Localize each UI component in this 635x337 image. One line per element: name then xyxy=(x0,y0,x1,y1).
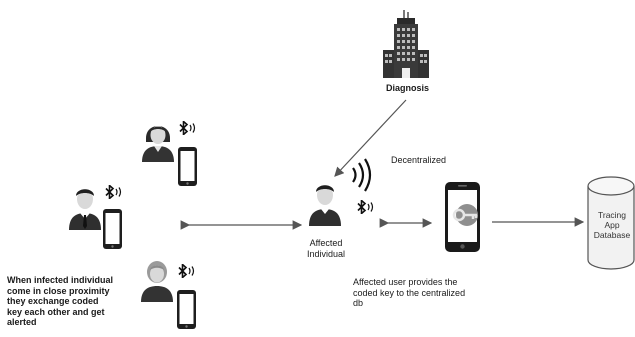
database-cylinder-icon xyxy=(587,176,635,270)
affected-label-line: Individual xyxy=(306,248,346,259)
bluetooth-icon xyxy=(178,264,195,278)
hospital-building-icon xyxy=(383,10,429,78)
smartphone-icon xyxy=(103,209,122,249)
coded-key-caption: Affected user provides the coded key to … xyxy=(353,277,465,309)
bluetooth-icon xyxy=(357,200,374,214)
database-label-line: Tracing xyxy=(597,210,627,220)
caption-line: key each other and get xyxy=(7,306,105,317)
caption-line: coded key to the centralized xyxy=(353,287,466,298)
wireless-signal-icon xyxy=(352,158,372,192)
caption-line: db xyxy=(353,298,364,308)
bluetooth-icon xyxy=(179,121,196,135)
person-icon xyxy=(69,189,101,230)
arrow-diagnosis-to-affected xyxy=(334,99,407,177)
bluetooth-icon xyxy=(105,185,122,199)
smartphone-icon xyxy=(178,147,197,186)
caption-line: Affected user provides the xyxy=(353,277,458,287)
database-label: Tracing App Database xyxy=(589,210,635,240)
caption-line: When infected individual xyxy=(7,275,114,285)
key-icon xyxy=(452,204,478,226)
proximity-exchange-caption: When infected individual come in close p… xyxy=(7,275,113,328)
decentralized-label: Decentralized xyxy=(391,155,447,165)
person-icon xyxy=(141,261,173,302)
affected-individual-label: Affected Individual xyxy=(300,238,352,259)
caption-line: come in close proximity xyxy=(7,285,110,296)
caption-line: they exchange coded xyxy=(7,296,99,306)
person-icon xyxy=(309,185,341,226)
affected-label-line: Affected xyxy=(309,238,343,248)
database-label-line: Database xyxy=(593,230,631,240)
database-label-line: App xyxy=(604,220,620,230)
diagnosis-label: Diagnosis xyxy=(386,83,430,93)
caption-line: alerted xyxy=(7,317,37,327)
person-icon xyxy=(142,126,174,162)
smartphone-icon xyxy=(177,290,196,329)
